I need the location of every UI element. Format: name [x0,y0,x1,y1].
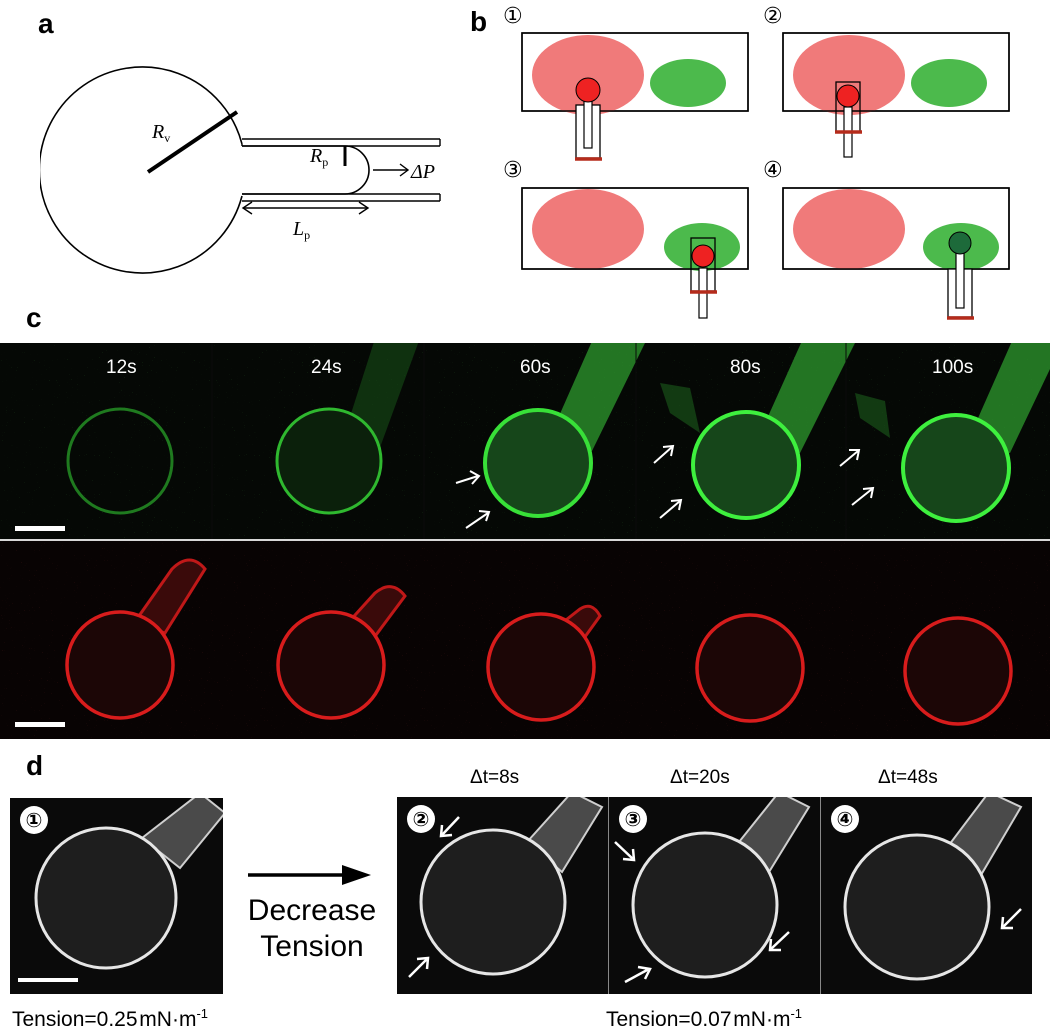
d-scalebar [18,978,78,982]
panel-c-label: c [26,302,42,333]
c-time-5: 100s [932,357,974,378]
b-box-1 [521,32,749,161]
svg-text:Lp: Lp [292,218,310,242]
rp-label: R [309,145,322,167]
d-frame-4: ④ [820,797,1032,994]
d-dt-3: Δt=48s [878,767,938,788]
panel-a-label: a [38,8,54,39]
b-step-4: ④ [763,158,783,183]
panel-b-label: b [470,6,488,37]
b-box-4 [782,187,1010,320]
c-red-vesicle-4 [695,613,805,723]
svg-text:Rp: Rp [309,145,328,169]
d-dt-2: Δt=20s [670,767,730,788]
panel-a-diagram: Rv Rp Lp ΔP [40,66,441,274]
c-red-vesicle-5 [903,616,1013,726]
tension-caption-2: Tension=0.07 mN·m-1 [606,1006,803,1031]
c-red-vesicle-3 [486,612,596,722]
svg-text:Rv: Rv [151,121,170,145]
panel-b-diagrams [521,32,1010,320]
b-box-3 [521,187,749,319]
c-green-vesicle-1 [66,407,174,515]
c-green-vesicle-3 [483,408,593,518]
b-step-2: ② [763,4,783,29]
c-red-vesicle-1 [65,610,175,720]
d-frame-1: ① [10,798,223,994]
dp-label: ΔP [410,161,435,183]
c-red-strip [0,541,1050,739]
decrease-text: Decrease Tension [232,893,392,965]
decrease-arrow [248,865,371,885]
lp-label: L [292,218,304,240]
tension-caption-1: Tension=0.25 mN·m-1 [12,1006,209,1031]
c-time-4: 80s [730,357,761,378]
panel-d-label: d [26,750,44,781]
c-green-arrows [455,444,875,529]
d-step-3: ③ [619,805,647,833]
d-frame-3: ③ [608,797,820,994]
d-step-1: ① [20,806,48,834]
b-box-2 [782,32,1010,158]
vesicle-outline [40,66,243,274]
c-green-vesicle-2 [275,407,383,515]
decrease-line1: Decrease [247,894,377,927]
b-step-3: ③ [503,158,523,183]
c-time-3: 60s [520,357,551,378]
c-green-strip: 12s 24s 60s 80s 100s [0,343,1050,539]
c-time-1: 12s [106,357,137,378]
d-frame-2: ② [397,797,608,994]
d-step-2: ② [407,805,435,833]
c-green-vesicle-5 [901,413,1011,523]
c-green-scalebar [15,526,65,531]
c-red-vesicle-2 [276,610,386,720]
d-dt-1: Δt=8s [470,767,520,788]
c-time-2: 24s [311,357,342,378]
b-step-1: ① [503,4,523,29]
rv-radius [146,110,239,174]
c-green-vesicle-4 [691,410,801,520]
c-red-scalebar [15,722,65,727]
rv-label: R [151,121,164,143]
decrease-line2: Tension [260,930,364,963]
d-step-4: ④ [831,805,859,833]
projection [242,145,370,195]
